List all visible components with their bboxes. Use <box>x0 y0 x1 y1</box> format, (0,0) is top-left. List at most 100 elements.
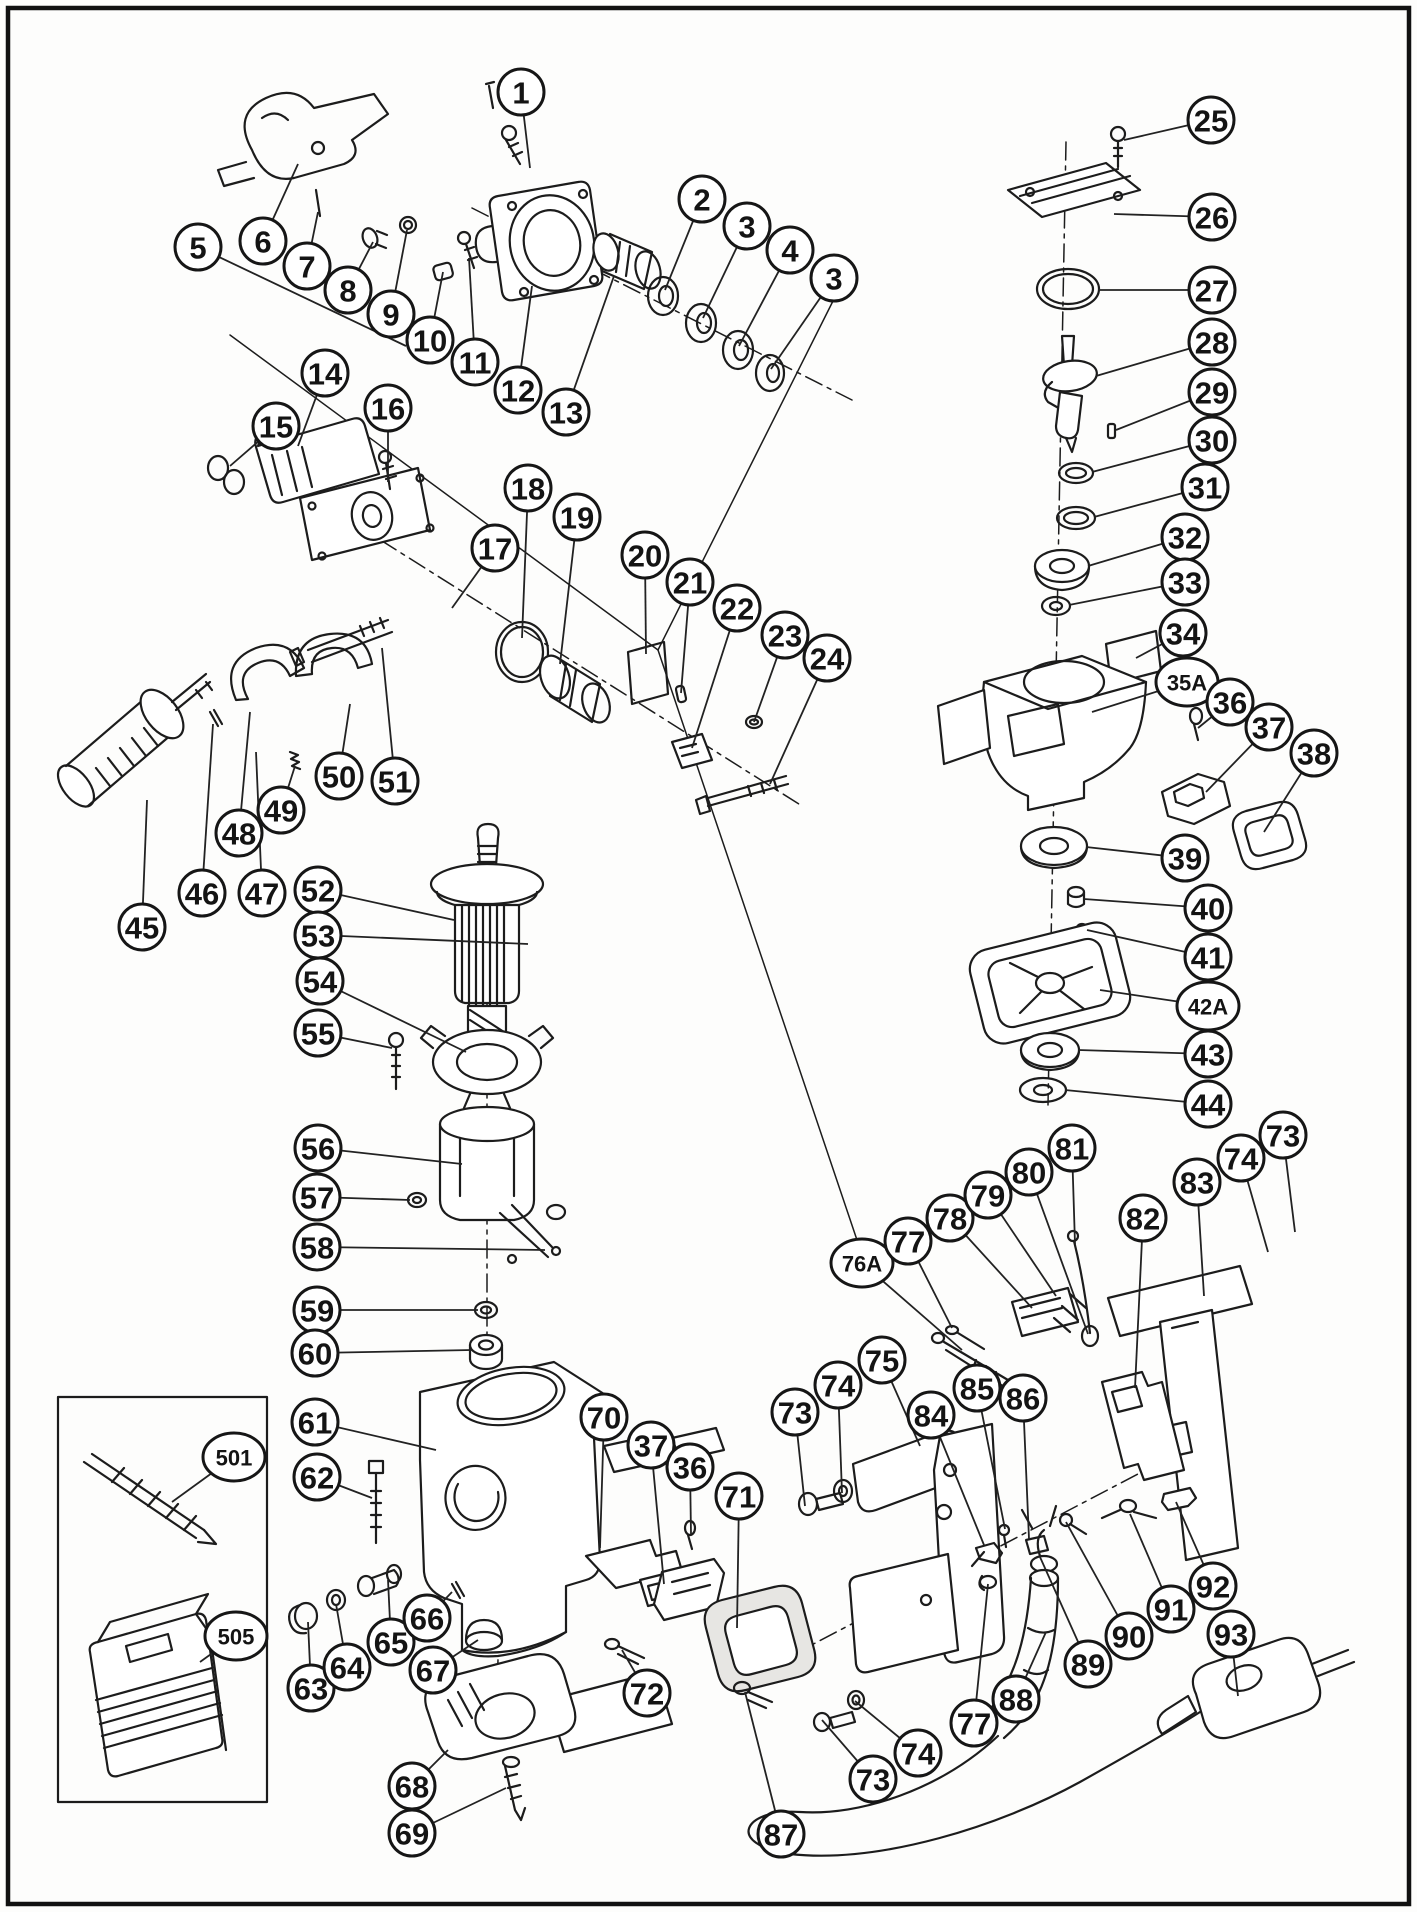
callout-number: 56 <box>301 1132 335 1167</box>
stator-shape <box>438 1122 536 1222</box>
callout-circle <box>450 337 500 387</box>
callout-circle <box>1158 608 1208 658</box>
callout-5: 5 <box>173 222 223 272</box>
fan-guide <box>387 1024 555 1110</box>
small-fasteners-top-shape <box>314 188 322 218</box>
gasket-shape <box>724 1605 798 1676</box>
tool-clamp-shape <box>288 750 302 771</box>
tool-clamp-shape <box>230 643 306 702</box>
callout-70: 70 <box>579 1392 629 1442</box>
callout-16: 16 <box>363 383 413 433</box>
callout-73-2: 73 <box>1258 1110 1308 1160</box>
callout-circle <box>770 1387 820 1437</box>
gear-housing-shape <box>1160 772 1232 826</box>
gear-housing-shape <box>936 688 992 766</box>
handle-shape <box>935 1503 953 1521</box>
handle-shape <box>848 1552 960 1674</box>
callout-58: 58 <box>292 1222 342 1272</box>
fan-and-bearings <box>968 825 1132 1104</box>
tool-clamp-shape <box>288 646 306 668</box>
leader-line <box>1134 1217 1144 1389</box>
callout-number: 88 <box>999 1683 1033 1718</box>
callout-number: 64 <box>330 1651 365 1686</box>
callout-63: 63 <box>286 1663 336 1713</box>
callout-circle <box>1183 883 1233 933</box>
stator <box>406 1105 567 1265</box>
top-right-assembly-shape <box>1033 548 1091 584</box>
callout-circle <box>293 1123 343 1173</box>
handle-shape <box>919 1593 933 1607</box>
callout-number: 505 <box>218 1625 255 1650</box>
oil-parts-shape <box>293 1601 319 1631</box>
callout-12: 12 <box>493 365 543 415</box>
callout-67: 67 <box>408 1645 458 1695</box>
callout-number: 74 <box>1224 1142 1259 1177</box>
switch-group-shape <box>1066 1229 1080 1243</box>
small-fasteners-top-shape <box>504 138 524 166</box>
gear-housing-shape <box>1006 702 1066 758</box>
callout-number: 63 <box>294 1672 328 1707</box>
callout-number: 89 <box>1071 1648 1105 1683</box>
striker-parts-shape <box>706 774 790 808</box>
front-clamp-bracket-shape <box>260 112 290 122</box>
front-cover-flange-shape <box>577 188 589 200</box>
washer-set-shape <box>765 362 781 384</box>
callout-circle <box>314 751 364 801</box>
callout-number: 70 <box>587 1401 621 1436</box>
callout-7: 7 <box>282 241 332 291</box>
callout-circle <box>1186 95 1236 145</box>
callout-31: 31 <box>1180 462 1230 512</box>
callout-number: 12 <box>501 374 535 409</box>
callout-27: 27 <box>1187 265 1237 315</box>
side-handle-shape <box>208 708 224 728</box>
callout-number: 39 <box>1168 842 1202 877</box>
cord-assembly-shape <box>812 1711 832 1733</box>
callout-number: 36 <box>1213 686 1247 721</box>
fan-and-bearings-shape <box>1066 885 1086 899</box>
leader-line <box>691 607 738 749</box>
inset-accessories-shape <box>94 1666 224 1750</box>
callout-number: 83 <box>1180 1166 1214 1201</box>
callout-circle <box>290 1328 340 1378</box>
handle-shape <box>837 1484 849 1498</box>
callout-51: 51 <box>370 756 420 806</box>
gear-case-shape <box>222 468 246 496</box>
callout-number: 57 <box>300 1181 334 1216</box>
washer-set-shape <box>646 275 680 317</box>
fan-guide-shape <box>387 1031 405 1049</box>
callout-15: 15 <box>251 401 301 451</box>
top-right-assembly <box>1006 125 1163 686</box>
callout-circle <box>496 67 546 117</box>
gear-housing-shape <box>1231 800 1308 871</box>
parts-artwork-shape <box>1047 141 1067 1106</box>
callout-number: 15 <box>259 410 293 445</box>
callout-circle <box>809 253 859 303</box>
callout-number: 9 <box>382 298 399 333</box>
stator-shape <box>506 1253 518 1265</box>
fan-and-bearings-shape <box>1034 971 1066 995</box>
callout-number: 31 <box>1188 471 1222 506</box>
top-right-assembly-shape <box>1041 272 1095 306</box>
washer-set-shape <box>684 302 718 344</box>
callout-74: 74 <box>813 1360 863 1410</box>
armature-shape <box>460 903 506 1008</box>
callout-18: 18 <box>503 463 553 513</box>
callout-37-2: 37 <box>626 1420 676 1470</box>
callout-number: 81 <box>1055 1132 1089 1167</box>
front-cover-flange-shape <box>474 224 498 264</box>
callout-75: 75 <box>857 1335 907 1385</box>
gear-case-shape <box>307 501 317 511</box>
callout-72: 72 <box>622 1668 672 1718</box>
spindle-cylinder-shape <box>614 240 632 278</box>
callout-number: 73 <box>778 1396 812 1431</box>
callout-24: 24 <box>802 633 852 683</box>
armature-shape <box>429 862 545 906</box>
small-fasteners-top-shape <box>398 215 418 235</box>
callout-2: 2 <box>677 174 727 224</box>
callout-42A: 42A <box>1175 980 1241 1032</box>
callout-circle <box>503 463 553 513</box>
small-fasteners-top-shape <box>456 230 472 246</box>
callout-circle <box>802 633 852 683</box>
callout-77: 77 <box>883 1216 933 1266</box>
callout-number: 6 <box>254 225 271 260</box>
